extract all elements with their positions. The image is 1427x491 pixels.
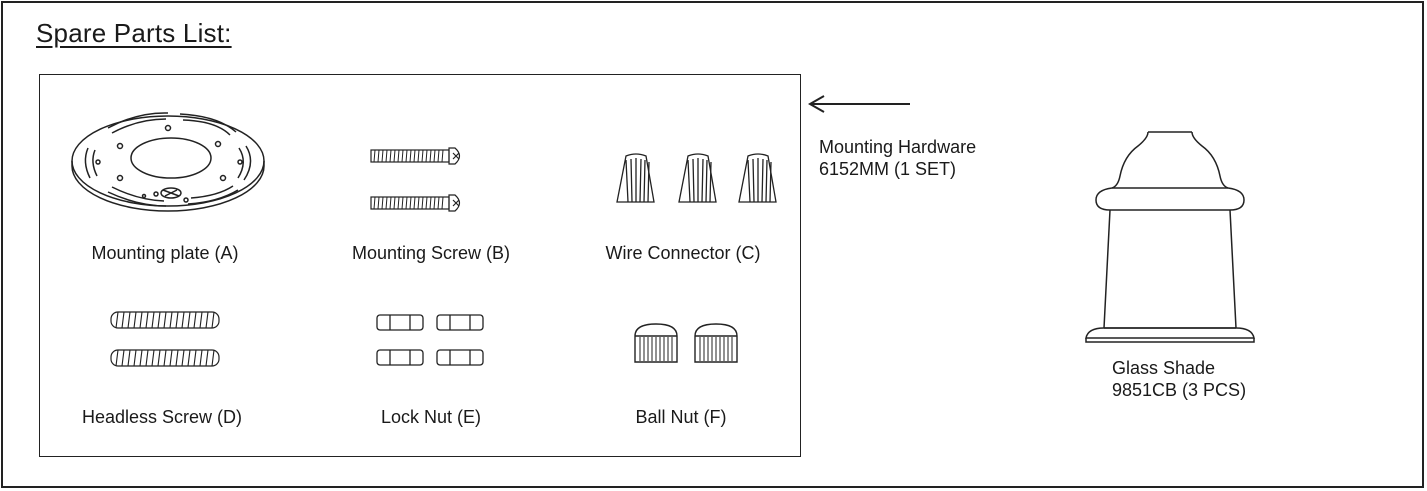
mounting-plate-icon [71, 112, 265, 212]
glass-shade-title: Glass Shade [1112, 358, 1216, 378]
glass-shade-callout: Glass Shade 9851CB (3 PCS) [1112, 357, 1246, 401]
wire-connector-icon [616, 153, 777, 203]
part-label-wire-connector: Wire Connector (C) [605, 243, 761, 263]
mounting-hardware-code: 6152MM (1 SET) [819, 159, 957, 179]
mounting-screw-icon [370, 147, 461, 212]
lock-nut-icon [376, 314, 484, 366]
mounting-hardware-callout: Mounting Hardware 6152MM (1 SET) [819, 136, 976, 180]
part-label-headless-screw: Headless Screw (D) [81, 407, 243, 427]
page-title: Spare Parts List: [36, 18, 232, 48]
mounting-hardware-box [39, 74, 801, 457]
part-label-mounting-plate: Mounting plate (A) [91, 243, 239, 263]
glass-shade-icon [1085, 131, 1255, 343]
arrow-left-icon [807, 95, 910, 113]
ball-nut-icon [634, 323, 738, 363]
headless-screw-icon [110, 311, 220, 367]
part-label-mounting-screw: Mounting Screw (B) [351, 243, 511, 263]
glass-shade-code: 9851CB (3 PCS) [1112, 380, 1247, 400]
part-label-ball-nut: Ball Nut (F) [635, 407, 727, 427]
part-label-lock-nut: Lock Nut (E) [380, 407, 482, 427]
mounting-hardware-title: Mounting Hardware [819, 137, 977, 157]
